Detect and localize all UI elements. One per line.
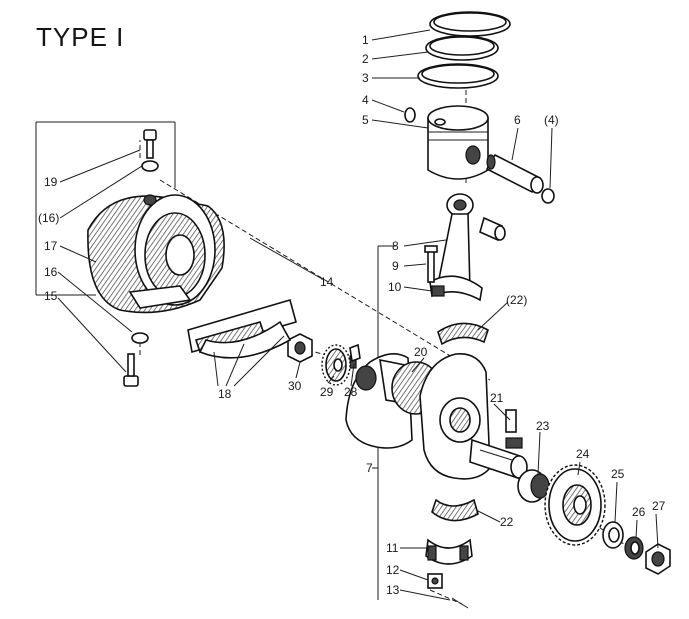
label-14: 14: [320, 275, 334, 289]
rod-cap: [425, 538, 473, 565]
magnets: [187, 299, 297, 359]
label-16: 16: [44, 265, 58, 279]
flywheel-housing: [87, 194, 225, 314]
bearing-shell-lower: [431, 498, 479, 522]
circlip-2: [541, 188, 555, 204]
label-30: 30: [288, 379, 302, 393]
washer-16: [131, 332, 149, 344]
label-29: 29: [320, 385, 334, 399]
rod-nut: [431, 285, 445, 297]
label-17: 17: [44, 239, 58, 253]
connecting-rod: [429, 193, 483, 302]
label-23: 23: [536, 419, 550, 433]
crank-nut: [645, 543, 671, 575]
label-20: 20: [414, 345, 428, 359]
label-3: 3: [362, 71, 369, 85]
label-26: 26: [632, 505, 646, 519]
bolt-15: [123, 353, 139, 387]
label-28: 28: [344, 385, 358, 399]
bushing: [517, 469, 550, 503]
label-27: 27: [652, 499, 666, 513]
label-19: 19: [44, 175, 58, 189]
label-15: 15: [44, 289, 58, 303]
diagram-title: TYPE I: [36, 22, 125, 52]
label-13: 13: [386, 583, 400, 597]
key-28: [349, 343, 361, 363]
key-21: [505, 409, 517, 433]
crank-gear: [544, 464, 606, 546]
circlip: [404, 107, 416, 123]
bearing-shell-upper: [437, 322, 489, 346]
bracket-lines: [35, 121, 396, 600]
label-6: 6: [514, 113, 521, 127]
flywheel-nut: [287, 333, 313, 363]
label-21: 21: [490, 391, 504, 405]
label-4: 4: [362, 93, 369, 107]
small-gear: [321, 344, 351, 386]
label-8: 8: [392, 239, 399, 253]
label-16b: (16): [38, 211, 59, 225]
label-10: 10: [388, 280, 402, 294]
crankshaft: [345, 353, 528, 480]
washer: [602, 521, 624, 549]
piston-pin: [485, 153, 544, 194]
label-9: 9: [392, 259, 399, 273]
piston: [427, 105, 489, 180]
label-1: 1: [362, 33, 369, 47]
piston-ring-3: [417, 63, 499, 89]
rod-bolt: [424, 245, 438, 283]
label-4b: (4): [544, 113, 559, 127]
label-25: 25: [611, 467, 625, 481]
label-2: 2: [362, 52, 369, 66]
part-labels: 1 2 3 4 5 6 (4) 8 9 10 (22) 20 21 23 24 …: [38, 33, 666, 597]
label-24: 24: [576, 447, 590, 461]
bolt-19: [143, 129, 157, 159]
label-18: 18: [218, 387, 232, 401]
piston-ring-2: [425, 35, 499, 61]
piston-ring-1: [429, 11, 511, 37]
label-22: 22: [500, 515, 514, 529]
lock-washer: [624, 536, 644, 560]
small-end-bush: [479, 216, 506, 242]
label-12: 12: [386, 563, 400, 577]
label-11: 11: [386, 541, 399, 555]
washer-16-top: [141, 160, 159, 172]
cap-nut: [427, 573, 443, 589]
label-22b: (22): [506, 293, 527, 307]
leader-lines: [57, 29, 659, 601]
label-7: 7: [366, 461, 373, 475]
label-5: 5: [362, 113, 369, 127]
split-pin: [451, 597, 469, 609]
